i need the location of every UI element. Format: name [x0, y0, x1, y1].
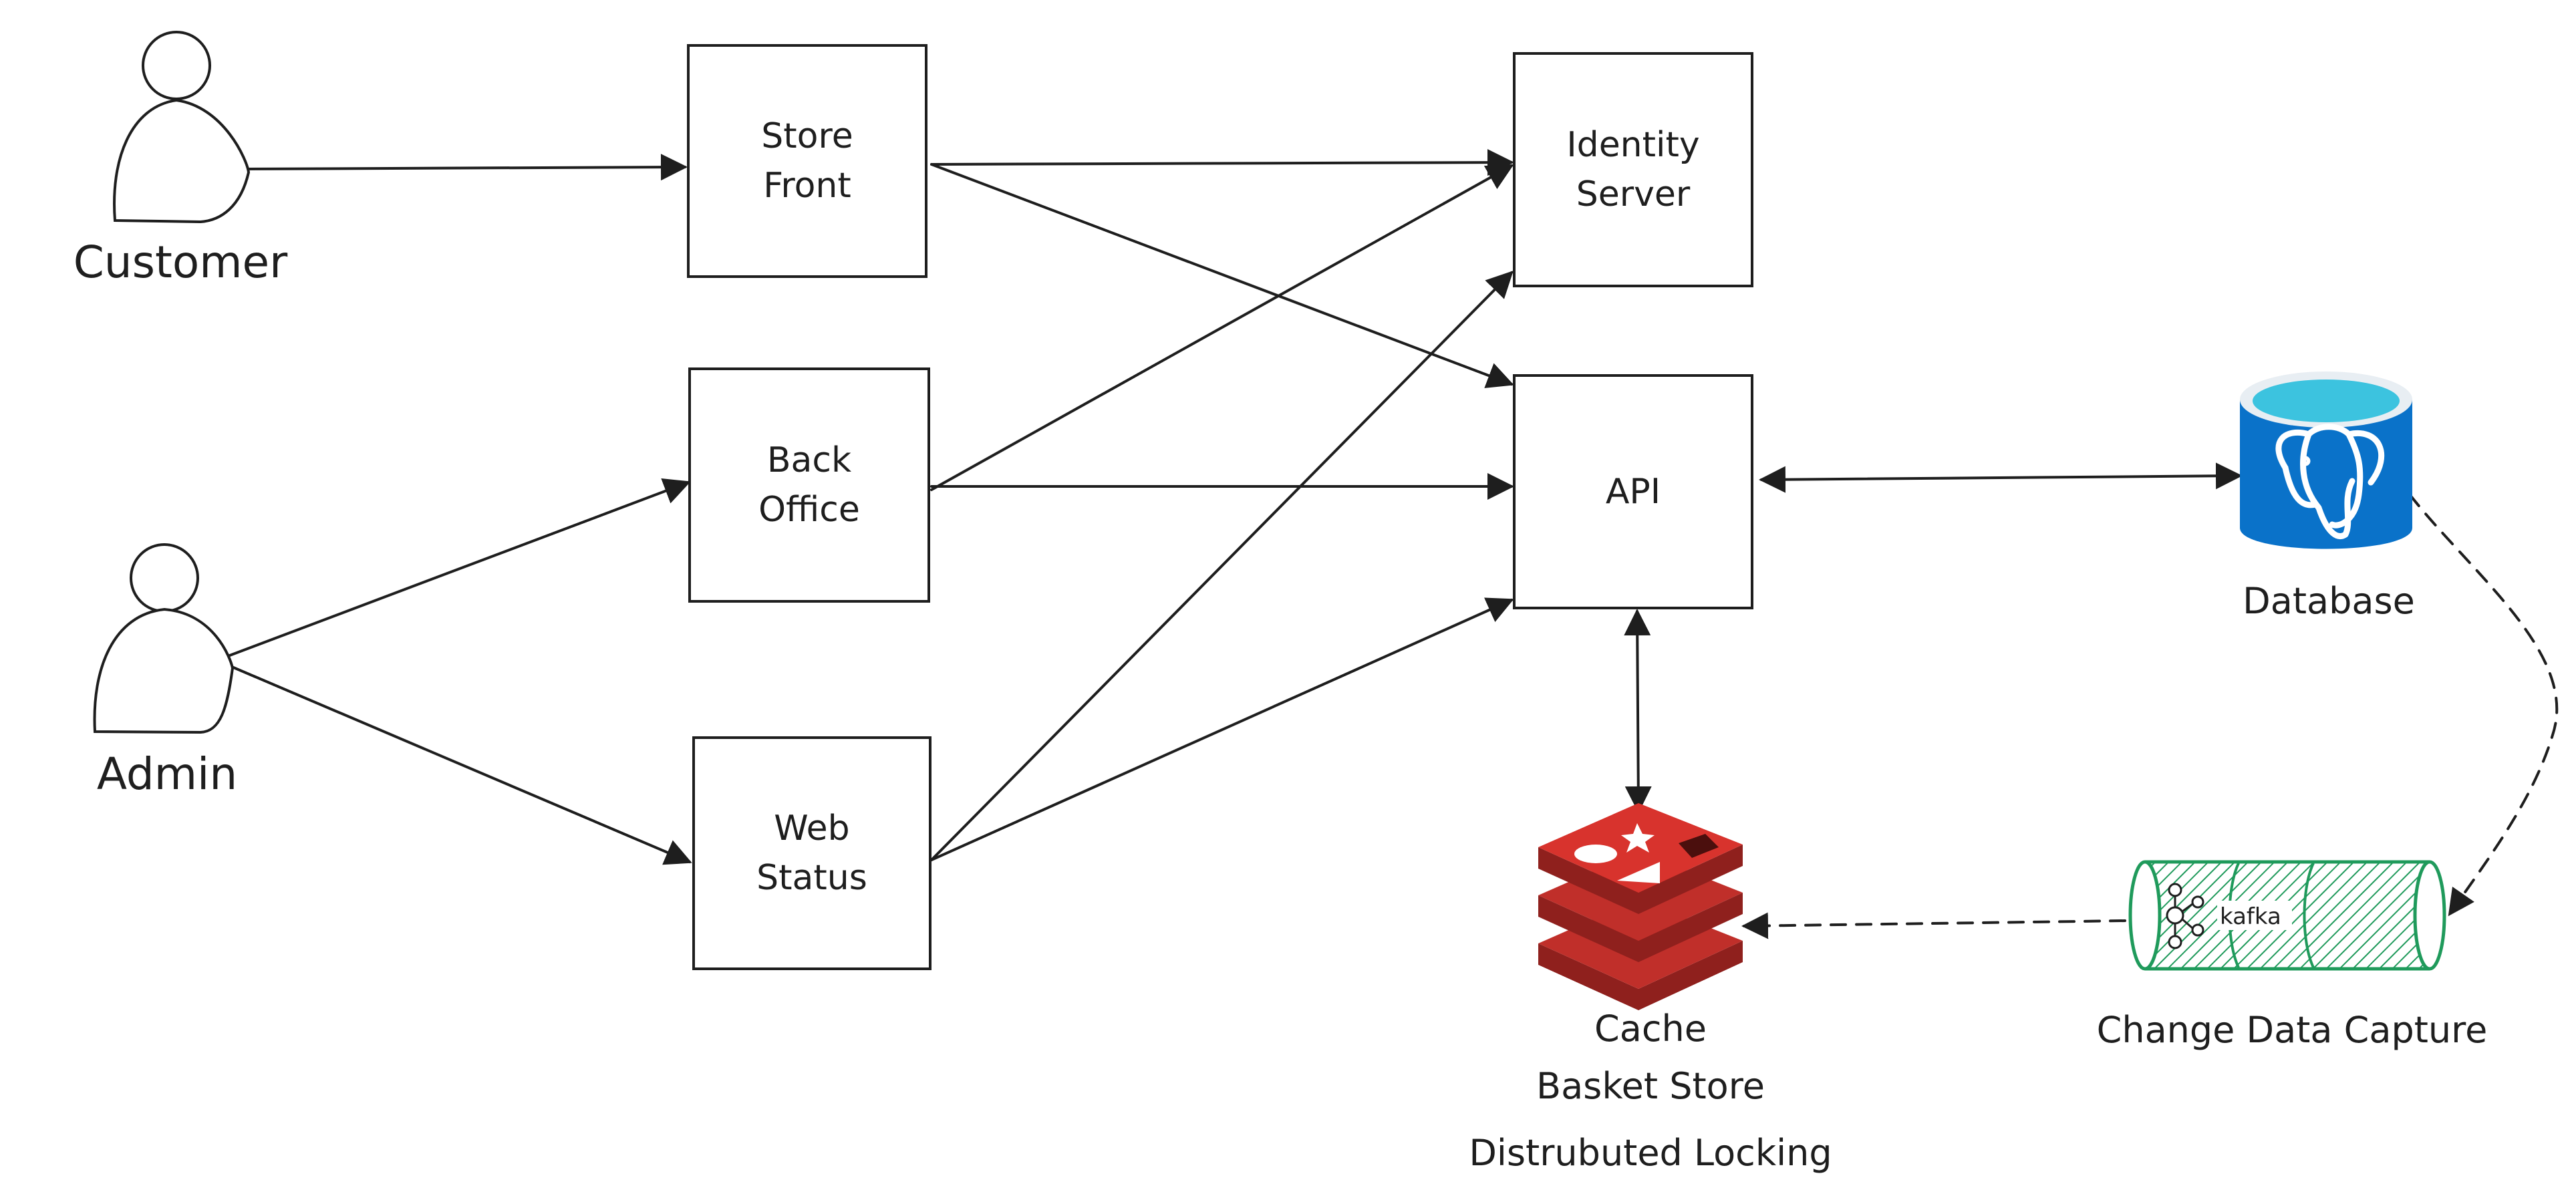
edge-admin-webstatus	[221, 661, 692, 865]
web-status-box[interactable]: Web Status	[692, 736, 932, 970]
back-office-label: Back Office	[758, 440, 860, 530]
kafka-logo-text: kafka	[2220, 903, 2281, 930]
cdc-caption: Change Data Capture	[2096, 1009, 2488, 1051]
edge-webstatus-identity	[930, 271, 1514, 861]
database-caption: Database	[2243, 580, 2415, 622]
back-office-box[interactable]: Back Office	[688, 367, 930, 603]
edge-storefront-api	[930, 163, 1514, 388]
cache-caption-line-1: Cache	[1594, 1008, 1707, 1050]
kafka-icon: kafka	[2128, 860, 2446, 971]
api-box[interactable]: API	[1513, 374, 1753, 609]
edge-backoffice-identity	[930, 164, 1514, 491]
edge-database-cdc	[2408, 493, 2559, 917]
store-front-box[interactable]: Store Front	[687, 44, 927, 278]
cache-caption-line-3: Distrubuted Locking	[1469, 1132, 1832, 1174]
redis-icon	[1538, 803, 1743, 1010]
edge-webstatus-api	[930, 597, 1514, 861]
identity-server-label: Identity Server	[1566, 125, 1700, 214]
edge-cdc-cache	[1741, 912, 2126, 939]
web-status-label: Web Status	[756, 808, 867, 898]
admin-person-icon	[93, 543, 235, 734]
store-front-label: Store Front	[761, 116, 853, 206]
edge-storefront-identity	[930, 149, 1514, 176]
identity-server-box[interactable]: Identity Server	[1513, 52, 1753, 287]
customer-caption: Customer	[73, 237, 288, 288]
edge-api-cache	[1624, 609, 1652, 813]
edge-customer-storefront	[241, 154, 688, 181]
admin-caption: Admin	[96, 748, 238, 800]
edge-api-database	[1759, 462, 2243, 493]
cache-caption-line-2: Basket Store	[1536, 1065, 1765, 1107]
postgresql-icon	[2240, 371, 2412, 549]
edge-admin-backoffice	[221, 478, 691, 659]
api-label: API	[1605, 472, 1661, 512]
customer-person-icon	[113, 31, 251, 224]
